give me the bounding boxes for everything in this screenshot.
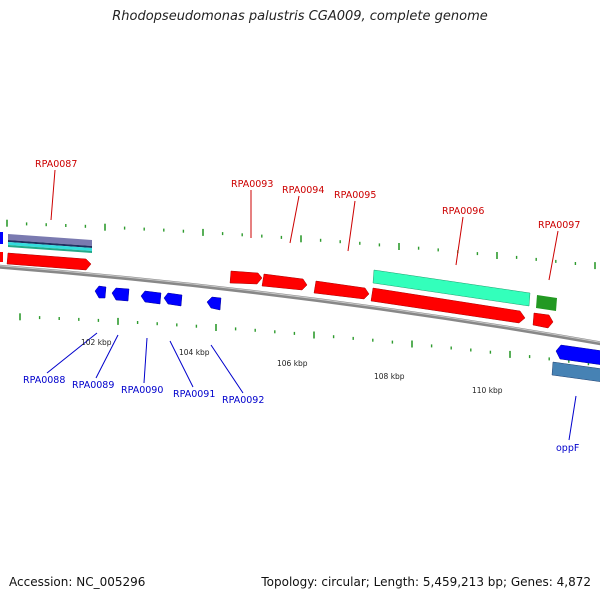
gene-arrow-rpa0088[interactable] [94, 285, 107, 299]
gene-arrow-rpa0087[interactable] [6, 252, 92, 271]
gene-arrow-rpa0091[interactable] [163, 292, 183, 307]
gene-label-rpa0092[interactable]: RPA0092 [222, 395, 264, 406]
accession-text: Accession: NC_005296 [9, 575, 146, 589]
genome-backbone [0, 264, 600, 346]
similarity-bar-rpa0087-teal [8, 242, 92, 251]
gene-label-rpa0095[interactable]: RPA0095 [334, 190, 376, 201]
gene-arrow-rpa0094[interactable] [261, 273, 308, 291]
gene-arrow-rpa0092[interactable] [206, 296, 222, 311]
gene-label-oppf[interactable]: oppF [556, 443, 579, 454]
gene-label-rpa0087[interactable]: RPA0087 [35, 159, 77, 170]
gene-arrow-rpa0096[interactable] [370, 287, 526, 324]
topology-summary: Topology: circular; Length: 5,459,213 bp… [261, 575, 591, 589]
gene-arrow-rpa0097[interactable] [532, 312, 554, 329]
similarity-bar-rpa0097 [536, 295, 557, 311]
similarity-bar-rpa0096 [372, 269, 531, 307]
gene-label-rpa0091[interactable]: RPA0091 [173, 389, 215, 400]
scale-label-110kbp: 110 kbp [472, 386, 503, 395]
tick-row-outer [6, 219, 596, 270]
gene-label-rpa0090[interactable]: RPA0090 [121, 385, 163, 396]
scale-label-106kbp: 106 kbp [277, 359, 308, 368]
gene-label-rpa0093[interactable]: RPA0093 [231, 179, 273, 190]
similarity-bar-rpa0087-navy [8, 240, 92, 248]
scale-label-108kbp: 108 kbp [374, 372, 405, 381]
similarity-bar-oppf [551, 361, 600, 382]
gene-label-rpa0094[interactable]: RPA0094 [282, 185, 324, 196]
gene-label-rpa0089[interactable]: RPA0089 [72, 380, 114, 391]
genome-backbone-highlight [0, 265, 600, 343]
tick-row-inner [19, 313, 590, 366]
partial-block-left-red [0, 252, 3, 262]
gene-arrow-rpa0095[interactable] [313, 280, 370, 300]
leader-lines [46, 169, 577, 441]
scale-label-102kbp: 102 kbp [81, 338, 112, 347]
gene-label-rpa0097[interactable]: RPA0097 [538, 220, 580, 231]
map-title: Rhodopseudomonas palustris CGA009, compl… [112, 9, 488, 24]
partial-block-left [0, 232, 3, 244]
gene-label-rpa0088[interactable]: RPA0088 [23, 375, 65, 386]
similarity-bar-rpa0087-slate [8, 234, 92, 246]
gene-arrow-oppf[interactable] [555, 344, 600, 366]
gene-label-rpa0096[interactable]: RPA0096 [442, 206, 484, 217]
gene-arrow-rpa0090[interactable] [140, 290, 162, 305]
similarity-bar-rpa0087-green [8, 245, 92, 253]
scale-label-104kbp: 104 kbp [179, 348, 210, 357]
gene-arrow-rpa0089[interactable] [111, 287, 130, 302]
gene-arrow-rpa0093[interactable] [229, 270, 263, 285]
